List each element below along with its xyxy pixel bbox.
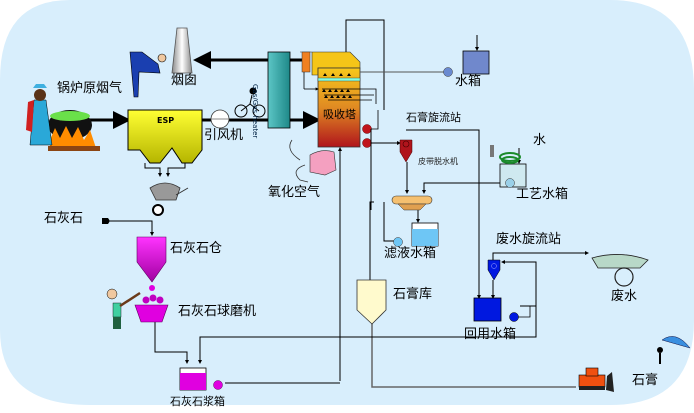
filtrate-tank xyxy=(393,222,439,247)
wastewater-cart-icon xyxy=(591,254,649,287)
ball-mill xyxy=(134,294,169,323)
label-gypsum-silo: 石膏库 xyxy=(393,287,433,302)
label-limestone-silo: 石灰石仓 xyxy=(170,241,223,256)
label-slurry-tank: 石灰石浆箱 xyxy=(170,395,225,408)
label-ggh-line2: heater xyxy=(251,115,259,139)
label-absorber: 吸收塔 xyxy=(323,108,356,121)
cyclist-icon xyxy=(234,87,266,118)
worker-figure-icon xyxy=(129,51,167,98)
label-induced-fan: 引风机 xyxy=(204,128,244,143)
limestone-slurry-tank xyxy=(179,367,223,391)
wheelbarrow-icon xyxy=(149,182,189,216)
flue-gas-lines xyxy=(90,51,321,129)
process-water-tank xyxy=(499,163,527,188)
label-gypsum-cyclone: 石膏旋流站 xyxy=(406,111,461,124)
faucet-icon xyxy=(490,145,494,157)
label-boiler-flue-gas: 锅炉原烟气 xyxy=(57,81,123,96)
worker-hammer-icon xyxy=(106,288,141,329)
label-wastewater-cyclone: 废水旋流站 xyxy=(496,232,562,247)
induced-fan xyxy=(210,109,230,129)
limestone-silo xyxy=(136,236,167,291)
gypsum-silo xyxy=(356,279,387,325)
label-recycle-water-tank: 回用水箱 xyxy=(464,327,517,342)
label-ggh-line1: Gas/Gas xyxy=(251,84,259,114)
person-umbrella-icon xyxy=(657,336,691,364)
wastewater-cyclone xyxy=(487,259,501,281)
water-tank xyxy=(443,50,490,77)
gas-gas-heater xyxy=(267,51,291,129)
label-water: 水 xyxy=(533,133,547,148)
gypsum-cyclone xyxy=(399,139,413,163)
label-esp: ESP xyxy=(157,116,175,125)
limestone-inlet-arrow-icon xyxy=(102,218,110,224)
absorber-tower xyxy=(300,51,379,148)
label-water-tank: 水箱 xyxy=(455,74,482,89)
label-ggh: Gas/Gas heater xyxy=(248,84,262,138)
process-pipes xyxy=(110,19,589,388)
label-process-water-tank: 工艺水箱 xyxy=(516,187,569,202)
label-oxidation-air: 氧化空气 xyxy=(268,185,321,200)
recycle-water-tank xyxy=(473,297,531,322)
woman-figure-icon xyxy=(26,84,53,146)
label-ball-mill: 石灰石球磨机 xyxy=(178,304,257,319)
label-limestone: 石灰石 xyxy=(44,211,84,226)
boiler-pot-icon xyxy=(48,110,100,151)
belt-filter xyxy=(391,195,433,211)
label-wastewater: 废水 xyxy=(611,289,638,304)
esp-precipitator xyxy=(127,109,203,177)
spray-nozzles xyxy=(322,73,352,98)
oxidation-blower-icon xyxy=(289,139,337,183)
label-filtrate-tank: 滤液水箱 xyxy=(384,246,437,261)
water-hose-icon xyxy=(499,152,521,164)
bulldozer-icon xyxy=(578,367,614,392)
label-chimney: 烟囱 xyxy=(171,73,198,88)
label-gypsum: 石膏 xyxy=(632,373,659,388)
label-belt-dewatering: 皮带脱水机 xyxy=(418,157,458,166)
chimney xyxy=(171,27,193,74)
